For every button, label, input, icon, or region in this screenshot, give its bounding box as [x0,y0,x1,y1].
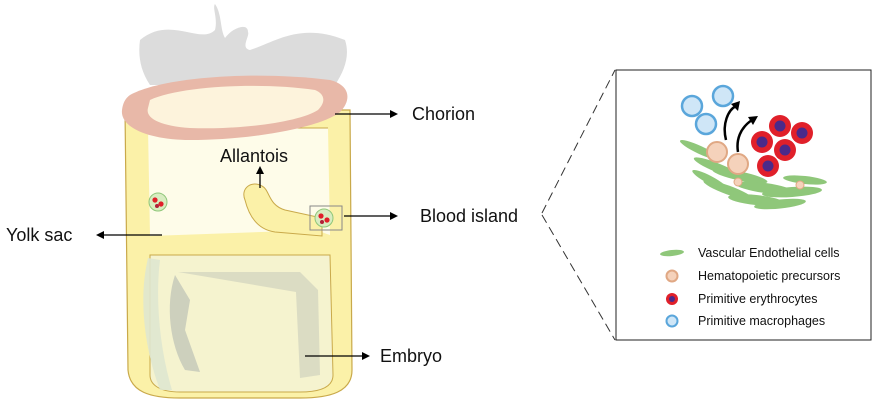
hematopoietic-precursor-icon [667,271,678,282]
embryo-cavity [143,255,333,392]
legend-label-macrophages: Primitive macrophages [698,314,825,328]
legend-label-endothelial: Vascular Endothelial cells [698,246,840,260]
erythrocyte-icon [666,293,678,305]
legend-label-erythrocytes: Primitive erythrocytes [698,292,817,306]
label-allantois: Allantois [220,146,288,166]
blood-island-left [149,193,167,211]
legend-label-precursors: Hematopoietic precursors [698,269,840,283]
label-embryo: Embryo [380,346,442,366]
label-chorion: Chorion [412,104,475,124]
label-blood-island: Blood island [420,206,518,226]
macrophage-icon [667,316,678,327]
zoom-lines [542,70,615,340]
arrow-blood-island [344,212,398,220]
label-yolk-sac: Yolk sac [6,225,72,245]
placenta-shape [139,4,347,85]
